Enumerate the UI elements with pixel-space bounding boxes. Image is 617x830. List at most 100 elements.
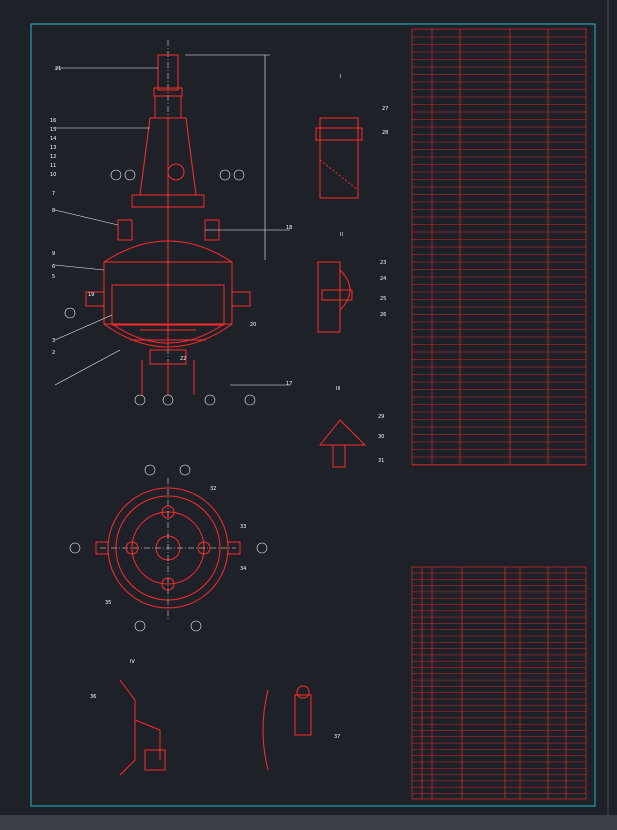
detail-view-II: [317, 261, 353, 333]
detail-IV-shell: [262, 689, 269, 771]
nozzle-left: [117, 219, 133, 241]
part-label-34: 34: [240, 566, 246, 572]
plan-balloon-6: [190, 620, 202, 632]
part-label-12: 12: [50, 154, 56, 160]
part-label-13: 13: [50, 145, 56, 151]
part-label-19: 19: [88, 292, 94, 298]
leader-left-6: [54, 349, 121, 386]
part-label-35: 35: [105, 600, 111, 606]
detail-view-I: [315, 117, 363, 199]
vessel-plan-view: [95, 478, 241, 620]
leader-left-5: [54, 314, 113, 341]
detail-I-body: [319, 117, 359, 199]
parts-table-rows: [412, 572, 586, 794]
balloon-1: [110, 169, 122, 181]
parts-list-table: [411, 566, 587, 800]
cad-status-bar: [0, 815, 617, 830]
plan-port-3: [125, 541, 139, 555]
vessel-bottom-head: [103, 323, 233, 348]
part-label-23: 23: [380, 260, 386, 266]
part-label-20: 20: [250, 322, 256, 328]
leader-left-4: [54, 264, 105, 271]
plan-balloon-4: [179, 464, 191, 476]
balloon-3: [219, 169, 231, 181]
detail-view-IV-left: [119, 679, 166, 776]
section-label-II: II: [340, 232, 343, 238]
detail-IV-weld: [134, 719, 161, 760]
plan-balloon-1: [69, 542, 81, 554]
section-label-III: III: [336, 386, 340, 392]
detail-III-stem: [332, 444, 346, 468]
part-label-2: 2: [52, 350, 55, 356]
detail-view-IV-right: [262, 685, 312, 771]
balloon-2: [124, 169, 136, 181]
plan-balloon-3: [144, 464, 156, 476]
detail-III-seal: [318, 419, 367, 446]
part-label-33: 33: [240, 524, 246, 530]
agitator-blade: [130, 329, 206, 341]
part-label-7: 7: [52, 191, 55, 197]
part-label-26: 26: [380, 312, 386, 318]
detail-IV-base: [144, 749, 166, 771]
part-number-labels: 2 3 5 6 7 8 9 10 11 12 13 14 15 16 17 18…: [50, 66, 388, 740]
detail-IV-nozzle: [294, 694, 312, 736]
plan-view-balloons: [69, 464, 268, 632]
elevation-annotations: [54, 54, 290, 406]
leader-left-3: [54, 209, 119, 226]
part-label-29: 29: [378, 414, 384, 420]
part-label-32: 32: [210, 486, 216, 492]
part-label-17: 17: [286, 381, 292, 387]
spec-table-rows: [412, 36, 586, 465]
section-labels: I II III IV: [130, 74, 343, 665]
balloon-4: [233, 169, 245, 181]
part-label-18: 18: [286, 225, 292, 231]
detail-I-flange: [315, 127, 363, 141]
motor-housing: [157, 54, 179, 91]
detail-II-body: [317, 261, 341, 333]
section-label-IV: IV: [130, 659, 135, 665]
part-label-25: 25: [380, 296, 386, 302]
part-label-37: 37: [334, 734, 340, 740]
part-label-24: 24: [380, 276, 386, 282]
balloon-6: [134, 394, 146, 406]
balloon-8: [204, 394, 216, 406]
plan-nozzle-right: [227, 541, 241, 555]
vessel-elevation-view: [85, 40, 251, 395]
part-label-21: 21: [55, 66, 61, 72]
balloon-7: [162, 394, 174, 406]
coupling-circle: [167, 163, 185, 181]
part-label-22: 22: [180, 356, 186, 362]
section-label-I: I: [340, 74, 341, 80]
detail-I-hatch: [319, 159, 359, 191]
plan-balloon-5: [134, 620, 146, 632]
part-label-27: 27: [382, 106, 388, 112]
part-label-9: 9: [52, 251, 55, 257]
drawing-border: [30, 23, 596, 807]
part-label-8: 8: [52, 208, 55, 214]
plan-port-1: [161, 505, 175, 519]
support-lug-left: [85, 291, 105, 307]
plan-port-4: [197, 541, 211, 555]
parts-table-frame: [411, 566, 587, 800]
support-lug-right: [231, 291, 251, 307]
part-label-3: 3: [52, 338, 55, 344]
plan-balloon-2: [256, 542, 268, 554]
part-label-10: 10: [50, 172, 56, 178]
part-label-31: 31: [378, 458, 384, 464]
detail-IV-wall: [119, 679, 136, 776]
part-label-36: 36: [90, 694, 96, 700]
detail-IV-cap: [296, 685, 310, 699]
plan-nozzle-left: [95, 541, 109, 555]
plan-port-2: [161, 577, 175, 591]
part-label-16: 16: [50, 118, 56, 124]
part-label-14: 14: [50, 136, 56, 142]
detail-II-bolt: [321, 289, 353, 301]
part-label-11: 11: [50, 163, 56, 169]
part-label-15: 15: [50, 127, 56, 133]
part-label-6: 6: [52, 264, 55, 270]
part-label-30: 30: [378, 434, 384, 440]
detail-view-III: [318, 419, 367, 468]
balloon-5: [64, 307, 76, 319]
balloon-9: [244, 394, 256, 406]
